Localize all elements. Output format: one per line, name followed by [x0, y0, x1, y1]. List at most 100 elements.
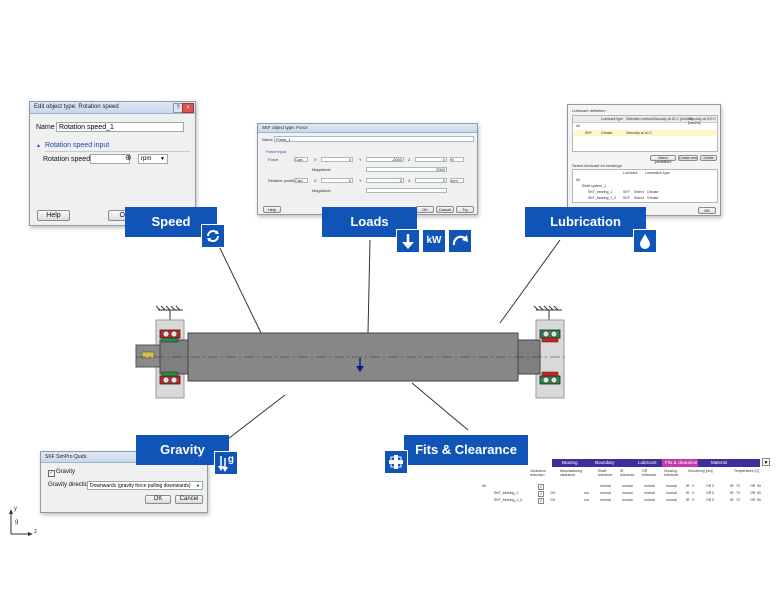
position-mode-select[interactable]: Cart. [294, 178, 308, 183]
position-unit-select[interactable]: mm [450, 178, 464, 183]
row2-clearance-code[interactable]: CN [550, 491, 556, 495]
gravity-checkbox[interactable]: ✓ [48, 470, 55, 477]
bearing2-select[interactable]: Select [634, 196, 644, 200]
key-slot [141, 351, 155, 359]
lubricant-type-col: Lubricant type [601, 117, 623, 121]
row2-temp-ir[interactable]: 70 [736, 491, 740, 495]
fits-scroll-chevron-icon[interactable]: ▼ [762, 458, 770, 466]
fy-input[interactable]: -2000 [366, 157, 404, 162]
rotation-speed-input[interactable] [90, 154, 130, 164]
row1-temp-or[interactable]: 50 [757, 484, 761, 488]
bearing1-select[interactable]: Select [634, 190, 644, 194]
lubricant-row-selected[interactable] [574, 130, 716, 136]
row3-temp-or[interactable]: 50 [757, 498, 761, 502]
row3-clearance-code[interactable]: CN [550, 498, 556, 502]
formula-icon[interactable]: ⊕ [125, 153, 132, 162]
row3-ir[interactable]: normal [622, 498, 633, 502]
row1-smooth-ir[interactable]: 0 [692, 484, 694, 488]
row3-housing[interactable]: normal [666, 498, 677, 502]
bearing1-grease[interactable]: Grease [647, 190, 659, 194]
force-section-label: Force input [266, 149, 287, 154]
rotation-speed-label: Rotation speed [43, 156, 91, 163]
px-input[interactable]: 0 [321, 178, 353, 183]
row2-ir[interactable]: normal [622, 491, 633, 495]
fits-tree-item-2[interactable]: SKF_bearing_1_2 [494, 498, 523, 502]
row2-smooth-ir[interactable]: 0 [692, 491, 694, 495]
close-icon[interactable]: × [182, 103, 194, 113]
speed-unit-select[interactable]: rpm ▼ [138, 154, 168, 164]
row2-housing[interactable]: normal [666, 491, 677, 495]
select-predefined-button[interactable]: Select predefined [650, 155, 676, 164]
section-divider [45, 151, 190, 152]
row3-smooth-or[interactable]: 0 [712, 498, 714, 502]
speed-help-button[interactable]: Help [37, 210, 70, 221]
lubrication-dialog: Lubricant definition Lubricant type Sele… [567, 104, 721, 216]
row1-temp-ir[interactable]: 70 [736, 484, 740, 488]
bearing-tree-item-2[interactable]: SKF_bearing_1_2 [588, 196, 617, 200]
row1-ir[interactable]: normal [622, 484, 633, 488]
tab-bearing[interactable]: Bearing [562, 460, 578, 465]
row2-temp-or[interactable]: 50 [757, 491, 761, 495]
gravity-direction-label: Gravity direction [48, 482, 92, 488]
loads-cancel-button[interactable]: Cancel [436, 206, 454, 213]
row3-or[interactable]: normal [644, 498, 655, 502]
fits-tree-root[interactable]: All [482, 484, 486, 488]
force-mode-select[interactable]: Cart. [294, 157, 308, 162]
loads-help-button[interactable]: Help [263, 206, 281, 213]
row2-smooth-or[interactable]: 0 [712, 491, 714, 495]
px-label: X [314, 178, 317, 183]
loads-ok-button[interactable]: OK [416, 206, 434, 213]
tab-material[interactable]: Material [711, 460, 728, 465]
row1-smooth-or[interactable]: 0 [712, 484, 714, 488]
fx-input[interactable]: 0 [321, 157, 353, 162]
py-input[interactable]: 0 [366, 178, 404, 183]
lubricant-grid: Lubricant type Selection method Viscosit… [572, 115, 718, 152]
row3-smooth-ir[interactable]: 0 [692, 498, 694, 502]
speed-name-input[interactable]: Rotation speed_1 [56, 122, 184, 132]
collapse-arrow-icon[interactable]: ▲ [36, 143, 41, 149]
row3-temp-ir-label: IR [730, 498, 734, 502]
row1-or[interactable]: normal [644, 484, 655, 488]
bearing-tree-item-1[interactable]: SKF_bearing_1 [588, 190, 613, 194]
row3-shaft[interactable]: normal [600, 498, 611, 502]
axis-z-label: z [34, 529, 37, 535]
gravity-cancel-button[interactable]: Cancel [175, 495, 203, 504]
row1-housing[interactable]: normal [666, 484, 677, 488]
tab-boundary[interactable]: Boundary [595, 460, 615, 465]
bearing2-grease[interactable]: Grease [647, 196, 659, 200]
gravity-ok-button[interactable]: OK [145, 495, 171, 504]
lubrication-leader-line [499, 239, 561, 324]
gravity-dialog: SKF SimPro Quick ✓ Gravity Gravity direc… [40, 451, 208, 513]
select-lubricant-header: Select lubricant for bearings [572, 163, 622, 168]
bearing-tree-root[interactable]: All [576, 178, 580, 182]
create-new-button[interactable]: Create new [678, 155, 698, 161]
loads-try-button[interactable]: Try [456, 206, 474, 213]
lubrication-ok-button[interactable]: OK [698, 207, 716, 214]
fits-tree-item-1[interactable]: SKF_bearing_1 [494, 491, 519, 495]
row2-clearance-check[interactable]: ✓ [538, 491, 544, 497]
force-unit-select[interactable]: N [450, 157, 464, 162]
row3-smooth-or-label: OR [706, 498, 712, 502]
col-shaft-tolerance: Shaft tolerance [598, 469, 613, 477]
col-ir-tolerance: IR tolerance [620, 469, 635, 477]
magnitude-label: Magnitude [312, 167, 331, 172]
delete-button[interactable]: Delete [700, 155, 717, 161]
tab-fits-clearance[interactable]: Fits & clearance [662, 459, 698, 467]
row1-shaft[interactable]: normal [600, 484, 611, 488]
fz-input[interactable]: 0 [415, 157, 447, 162]
speed-unit-value: rpm [141, 156, 152, 162]
row1-clearance-check[interactable]: ✓ [538, 484, 544, 490]
bearing-tree-group[interactable]: Shaft system_1 [582, 184, 607, 188]
magnitude2-label: Magnitude [312, 188, 331, 193]
loads-name-input[interactable]: Force_1 [274, 136, 474, 142]
magnitude-value: 2000 [366, 167, 447, 172]
row2-or[interactable]: normal [644, 491, 655, 495]
lubricant-tree-root[interactable]: All [576, 124, 580, 128]
row2-shaft[interactable]: normal [600, 491, 611, 495]
row3-temp-ir[interactable]: 70 [736, 498, 740, 502]
tab-lubricant[interactable]: Lubricant [638, 460, 657, 465]
pz-input[interactable]: 0 [415, 178, 447, 183]
gravity-direction-select[interactable]: Downwards (gravity force pulling downwar… [87, 481, 203, 490]
row3-clearance-check[interactable]: ✓ [538, 498, 544, 504]
shaft-stub [135, 344, 165, 368]
